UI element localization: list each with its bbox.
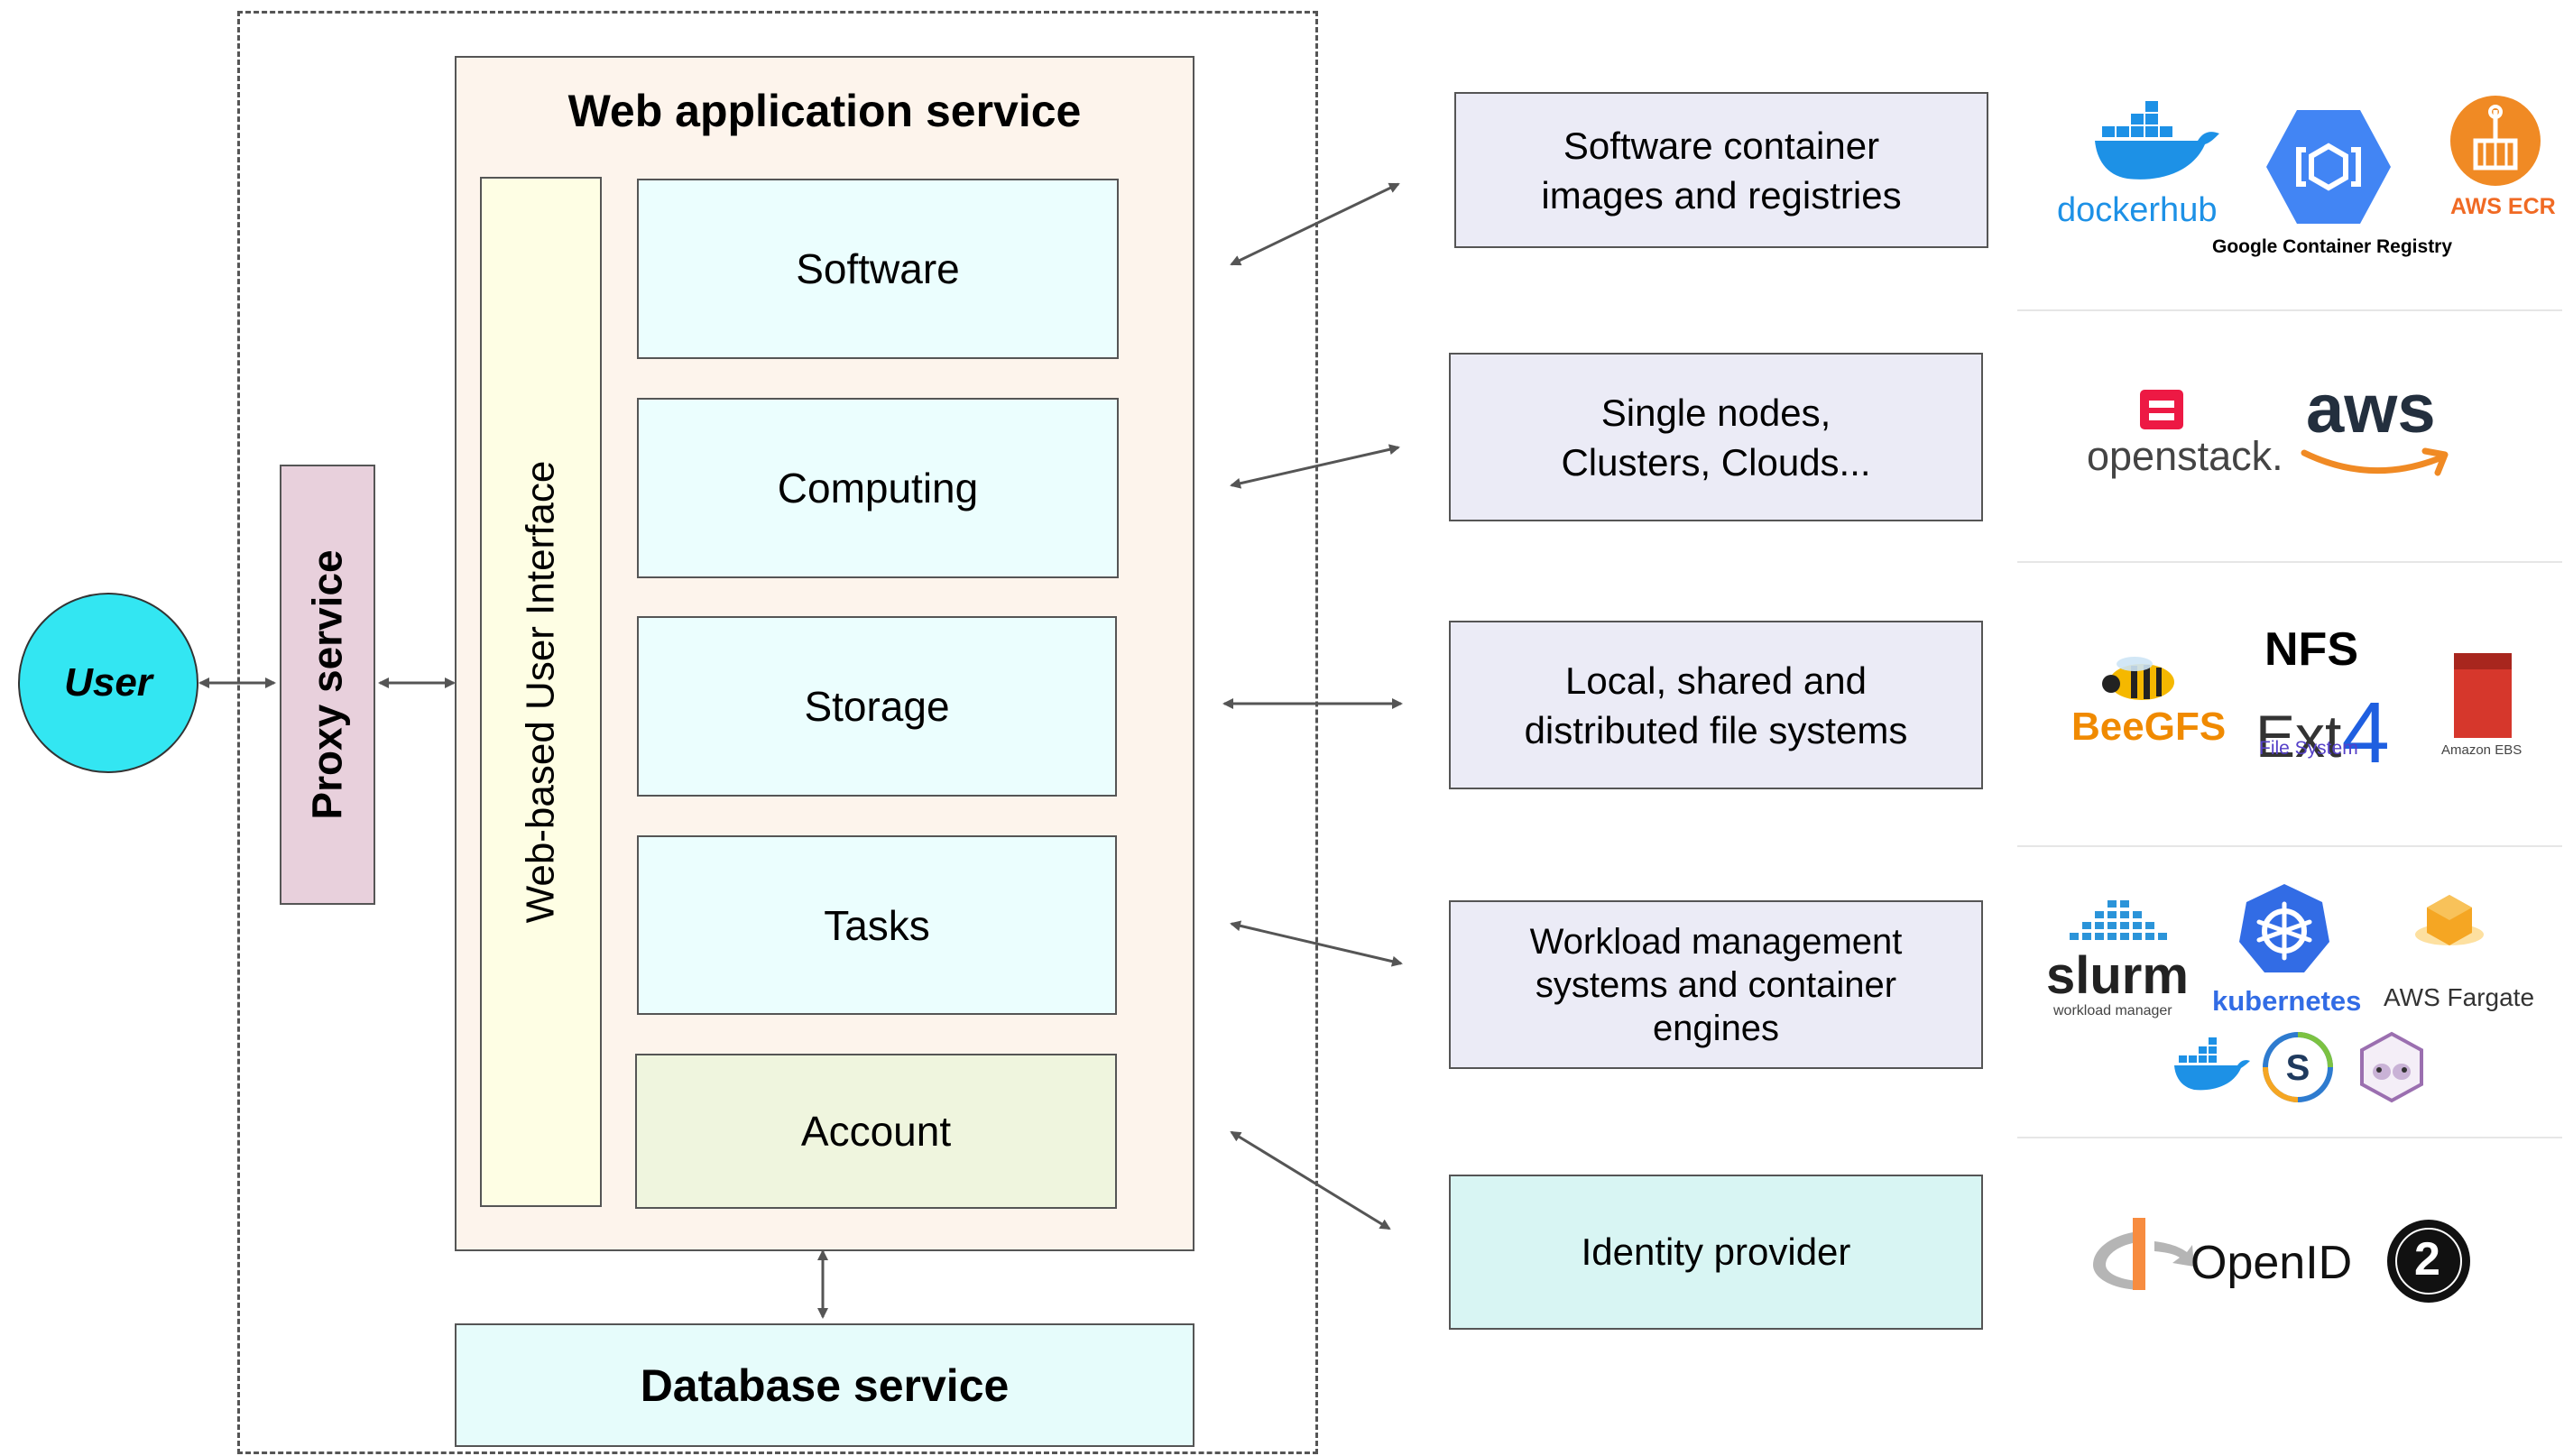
database-service: Database service — [455, 1323, 1194, 1447]
resource-compute-line1: Single nodes, — [1600, 391, 1831, 434]
docker-whale-icon — [2095, 101, 2219, 180]
svg-text:S: S — [2286, 1048, 2310, 1088]
module-software: Software — [637, 179, 1119, 359]
aws-smile-icon — [2301, 447, 2449, 476]
oauth2-icon — [2387, 1220, 2470, 1303]
database-label: Database service — [640, 1359, 1010, 1411]
ext4-logo-number: 4 — [2341, 685, 2390, 781]
web-app-title: Web application service — [567, 86, 1082, 136]
ext4-subtitle: File System — [2259, 738, 2358, 759]
openid-logo-text: OpenID — [2190, 1237, 2353, 1289]
resource-workload-line1: Workload management — [1529, 921, 1903, 962]
resource-compute-line2: Clusters, Clouds... — [1561, 440, 1871, 484]
openstack-icon — [2140, 390, 2183, 429]
proxy-label: Proxy service — [304, 549, 352, 820]
module-tasks: Tasks — [637, 835, 1117, 1015]
ext4-logo-word: Ext — [2255, 703, 2342, 769]
gcr-hexagon-icon — [2266, 110, 2391, 224]
beegfs-bee-icon — [2102, 657, 2174, 700]
resource-registries-line2: images and registries — [1541, 173, 1902, 217]
ext4-logo-text: Ext4 — [2255, 678, 2390, 781]
kubernetes-icon — [2239, 884, 2329, 972]
module-tasks-label: Tasks — [824, 901, 930, 949]
module-computing: Computing — [637, 398, 1119, 578]
aws-logo-text: aws — [2306, 371, 2436, 447]
slurm-logo-text: slurm — [2046, 946, 2189, 1005]
resource-workload: Workload management systems and containe… — [1449, 900, 1983, 1069]
docker-engine-icon — [2174, 1037, 2250, 1091]
gcr-logo-text: Google Container Registry — [2212, 236, 2453, 257]
aws-fargate-icon — [2415, 895, 2484, 945]
slurm-subtitle: workload manager — [2053, 1003, 2172, 1018]
arrow-registries — [1230, 182, 1400, 266]
proxy-service: Proxy service — [280, 465, 375, 905]
podman-icon — [2360, 1031, 2423, 1103]
singularity-icon: S — [2263, 1032, 2333, 1102]
module-software-label: Software — [796, 245, 960, 292]
resource-workload-line3: engines — [1652, 1008, 1780, 1048]
aws-ecr-logo-text: AWS ECR — [2450, 194, 2556, 219]
logo-separator — [2017, 845, 2562, 847]
dockerhub-logo-text: dockerhub — [2057, 191, 2218, 229]
resource-filesystems-line1: Local, shared and — [1565, 659, 1867, 702]
amazon-ebs-logo-text: Amazon EBS — [2441, 742, 2522, 758]
module-storage-label: Storage — [804, 683, 950, 730]
resource-registries-line1: Software container — [1563, 124, 1880, 167]
openid-icon — [2093, 1218, 2194, 1290]
kubernetes-logo-text: kubernetes — [2212, 985, 2362, 1017]
logo-separator — [2017, 1137, 2562, 1138]
user-node: User — [18, 593, 198, 773]
logo-separator — [2017, 561, 2562, 563]
beegfs-logo-text: BeeGFS — [2071, 705, 2227, 749]
arrow-identity — [1230, 1130, 1391, 1230]
amazon-ebs-icon — [2454, 653, 2512, 738]
resource-identity: Identity provider — [1449, 1175, 1983, 1330]
web-ui-label: Web-based User Interface — [518, 460, 563, 924]
aws-ecr-icon — [2450, 96, 2541, 186]
resource-workload-line2: systems and container — [1535, 964, 1897, 1005]
user-label: User — [64, 660, 152, 705]
oauth2-logo-number: 2 — [2414, 1233, 2440, 1286]
slurm-dots-icon — [2070, 900, 2167, 940]
module-account-label: Account — [800, 1108, 952, 1155]
module-account: Account — [635, 1054, 1117, 1209]
aws-fargate-logo-text: AWS Fargate — [2384, 983, 2535, 1011]
arrow-workload — [1230, 920, 1403, 967]
logo-separator — [2017, 309, 2562, 311]
system-boundary — [237, 11, 1318, 1454]
arrow-compute — [1230, 444, 1400, 489]
openstack-logo-text: openstack. — [2087, 433, 2283, 479]
resource-registries: Software container images and registries — [1454, 92, 1988, 248]
resource-filesystems: Local, shared and distributed file syste… — [1449, 621, 1983, 789]
module-computing-label: Computing — [777, 465, 979, 511]
nfs-logo-text: NFS — [2264, 623, 2358, 676]
module-storage: Storage — [637, 616, 1117, 797]
resource-identity-line1: Identity provider — [1581, 1230, 1851, 1273]
resource-filesystems-line2: distributed file systems — [1524, 708, 1908, 751]
web-ui: Web-based User Interface — [480, 177, 602, 1207]
resource-compute: Single nodes, Clusters, Clouds... — [1449, 353, 1983, 521]
